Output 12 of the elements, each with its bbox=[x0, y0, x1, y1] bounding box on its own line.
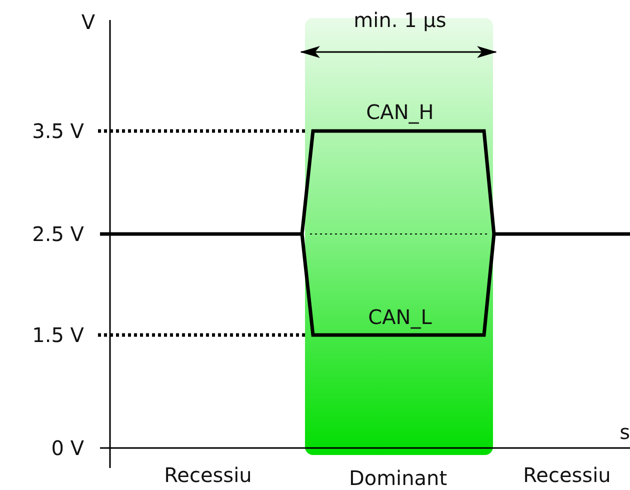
state-label: Recessiu bbox=[164, 463, 252, 487]
signal-label: CAN_H bbox=[366, 100, 434, 124]
tick-label: 1.5 V bbox=[32, 323, 84, 347]
duration-label: min. 1 µs bbox=[354, 8, 446, 32]
axis-label: s bbox=[620, 420, 630, 444]
signal-label: CAN_L bbox=[368, 305, 432, 329]
tick-label: 0 V bbox=[51, 436, 84, 460]
state-label: Dominant bbox=[348, 466, 448, 490]
axis-label: V bbox=[81, 10, 95, 34]
tick-label: 2.5 V bbox=[32, 222, 84, 246]
state-label: Recessiu bbox=[523, 463, 611, 487]
tick-label: 3.5 V bbox=[32, 119, 84, 143]
